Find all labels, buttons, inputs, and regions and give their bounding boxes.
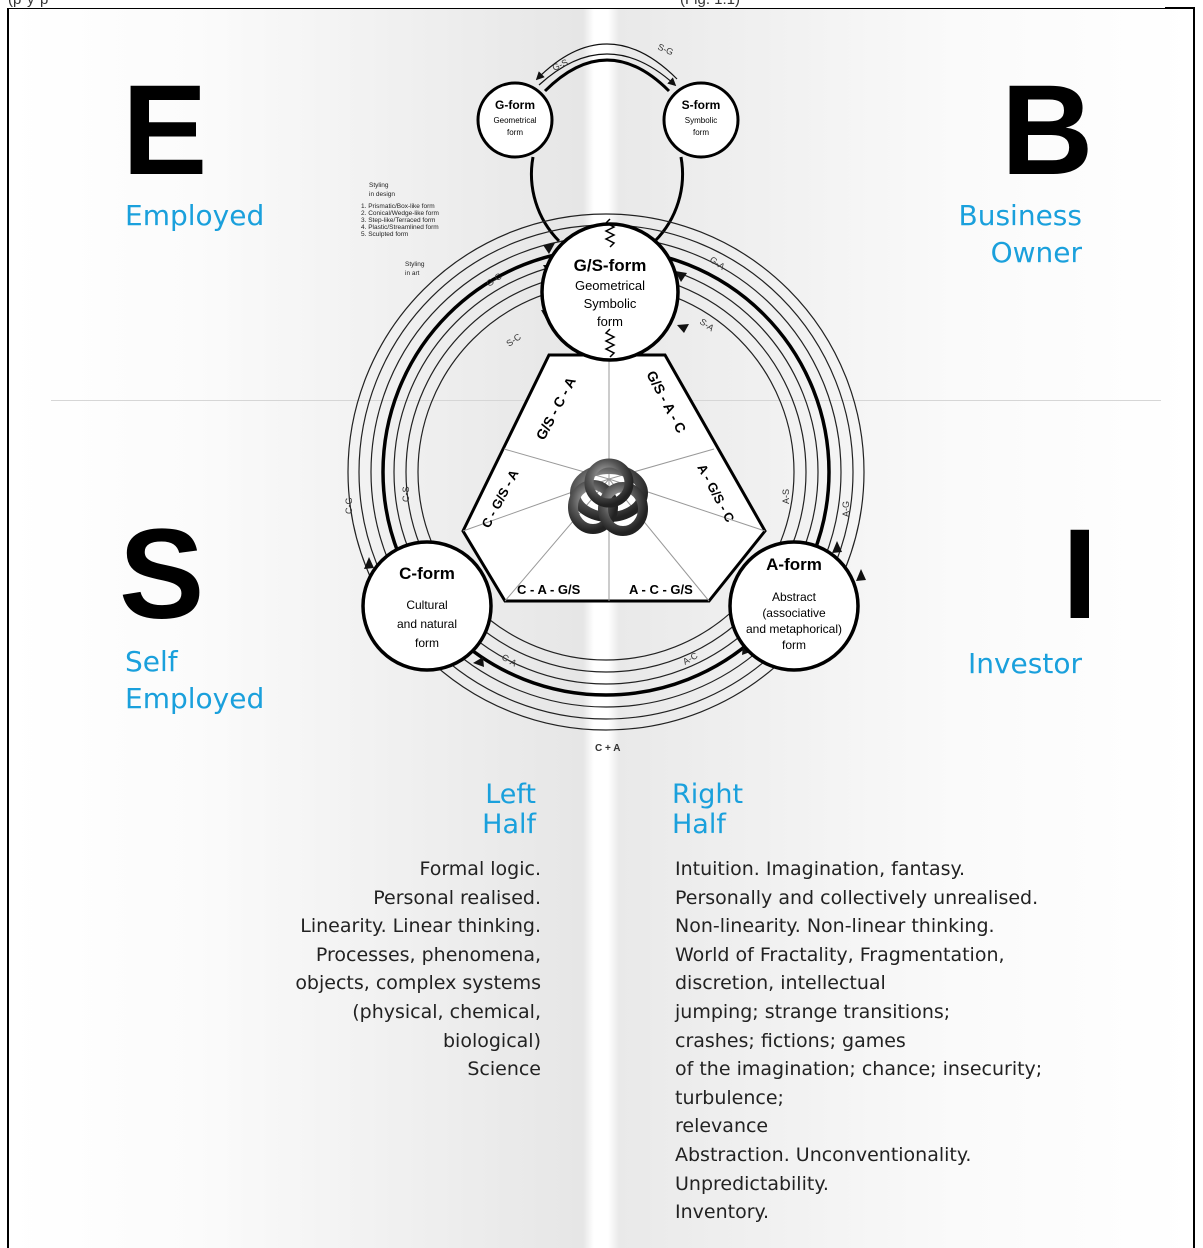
caption-fragment-mid1: y	[27, 0, 35, 8]
g-form-title: G-form	[495, 98, 535, 112]
styling-note-title2: in design	[369, 191, 395, 198]
letter-i: I	[1062, 503, 1098, 646]
arrow-label-a-g: A-G	[841, 501, 851, 517]
top-loop: G-S S-G	[529, 42, 685, 243]
arrow-label-c-plus-a: C + A	[595, 743, 620, 754]
label-self-employed: Self Employed	[125, 643, 264, 717]
central-triangle: G/S - C - A G/S - A - C C - G/S - A A - …	[461, 353, 767, 603]
letter-e: E	[122, 59, 208, 202]
left-half-line: Processes, phenomena,	[315, 943, 541, 966]
forms-diagram: G-S S-G G-C S-C G-A S-A C-G C-S A-S A-G …	[344, 42, 866, 754]
label-employed-2: Employed	[125, 682, 265, 715]
a-form-node: A-form Abstract (associative and metapho…	[728, 540, 860, 672]
trefoil-knot-image	[568, 458, 648, 536]
styling-art-title2: in art	[405, 270, 420, 277]
s-form-line1: Symbolic	[685, 116, 717, 125]
c-form-line2: and natural	[397, 617, 457, 631]
g-form-line1: Geometrical	[493, 116, 536, 125]
right-half-line: Intuition. Imagination, fantasy.	[675, 858, 966, 880]
letter-b: B	[1001, 59, 1094, 202]
right-half-line: crashes; fictions; games	[675, 1029, 906, 1052]
right-half-title-line1: Right	[672, 779, 744, 810]
right-half-line: turbulence;	[675, 1086, 784, 1109]
top-cut-off-caption: (p y p (Fig. 1.1)	[0, 0, 1203, 8]
left-half-line: (physical, chemical,	[352, 1000, 541, 1023]
label-self: Self	[125, 645, 178, 678]
styling-art-title1: Styling	[405, 261, 425, 268]
c-form-line3: form	[415, 636, 439, 650]
left-half-title-line2: Half	[482, 809, 536, 840]
arrow-label-s-a: S-A	[698, 316, 716, 333]
label-owner: Owner	[990, 236, 1082, 269]
left-half-title: Left Half	[482, 780, 536, 840]
s-form-line2: form	[693, 128, 709, 137]
arrow-label-c-g: C-G	[344, 498, 354, 515]
g-form-node: G-form Geometrical form	[476, 81, 554, 159]
caption-fragment-mid2: p	[40, 0, 48, 8]
left-half-line: Science	[467, 1058, 541, 1081]
styling-note-item: 3. Step-like/Terraced form	[361, 217, 435, 224]
triangle-label-bottom-left: C - A - G/S	[517, 582, 581, 597]
left-half-line: objects, complex systems	[295, 972, 541, 995]
right-half-line: Unpredictability.	[675, 1172, 829, 1195]
arrow-label-s-c: S-C	[504, 331, 523, 348]
a-form-line4: form	[782, 638, 806, 652]
a-form-line3: and metaphorical)	[746, 622, 842, 636]
arrow-label-c-a: C-A	[500, 652, 518, 668]
right-half-line: Personally and collectively unrealised.	[675, 886, 1039, 909]
right-half-line: of the imagination; chance; insecurity;	[675, 1058, 1043, 1081]
arrow-label-a-s: A-S	[781, 489, 791, 504]
gs-form-line3: form	[597, 314, 623, 329]
left-half-list: Formal logic. Personal realised. Lineari…	[295, 855, 541, 1084]
caption-fragment-left: (p	[8, 0, 21, 8]
right-half-list: Intuition. Imagination, fantasy. Persona…	[675, 855, 1042, 1227]
styling-note-item: 5. Sculpted form	[361, 231, 408, 238]
c-form-title: C-form	[399, 564, 455, 583]
left-half-line: Formal logic.	[419, 858, 541, 880]
styling-note-title1: Styling	[369, 182, 389, 189]
label-investor: Investor	[967, 647, 1082, 680]
right-half-line: discretion, intellectual	[675, 972, 886, 995]
label-business: Business	[958, 199, 1082, 232]
right-half-line: relevance	[675, 1115, 769, 1138]
styling-note-item: 4. Plastic/Streamlined form	[361, 224, 439, 231]
figure-frame: E Employed B Business Owner S Self Emplo…	[7, 8, 1195, 1248]
gs-form-title: G/S-form	[574, 256, 647, 275]
c-form-node: C-form Cultural and natural form	[361, 540, 493, 672]
right-half-line: Non-linearity. Non-linear thinking.	[675, 915, 995, 938]
label-business-owner: Business Owner	[959, 197, 1082, 271]
arrow-label-a-c: A-C	[681, 650, 700, 667]
a-form-line1: Abstract	[772, 590, 817, 604]
right-half-line: Inventory.	[675, 1201, 770, 1224]
s-form-node: S-form Symbolic form	[662, 81, 740, 159]
styling-note: Styling in design 1. Prismatic/Box-like …	[361, 182, 439, 277]
left-half-line: Personal realised.	[373, 886, 541, 909]
right-half-title: Right Half	[672, 780, 743, 840]
a-form-title: A-form	[766, 555, 822, 574]
caption-fragment-right: (Fig. 1.1)	[680, 0, 740, 8]
arrow-label-g-s: G-S	[551, 57, 570, 73]
arrow-label-c-s: C-S	[401, 487, 411, 503]
c-form-line1: Cultural	[406, 598, 447, 612]
label-employed: Employed	[125, 199, 265, 232]
right-half-line: Abstraction. Unconventionality.	[675, 1143, 972, 1166]
arrow-label-s-g: S-G	[656, 42, 675, 58]
gs-form-node: G/S-form Geometrical Symbolic form	[540, 218, 680, 362]
left-half-line: biological)	[443, 1029, 541, 1052]
left-half-title-line1: Left	[485, 779, 536, 810]
s-form-title: S-form	[682, 98, 721, 112]
styling-note-item: 1. Prismatic/Box-like form	[361, 203, 435, 210]
left-half-line: Linearity. Linear thinking.	[300, 915, 541, 938]
letter-s: S	[119, 503, 205, 646]
right-half-line: World of Fractality, Fragmentation,	[675, 943, 1005, 966]
right-half-line: jumping; strange transitions;	[675, 1000, 951, 1023]
gs-form-line1: Geometrical	[575, 278, 645, 293]
gs-form-line2: Symbolic	[584, 296, 637, 311]
triangle-label-bottom-right: A - C - G/S	[629, 582, 693, 597]
a-form-line2: (associative	[762, 606, 826, 620]
styling-note-item: 2. Conical/Wedge-like form	[361, 210, 439, 217]
right-half-title-line2: Half	[672, 809, 726, 840]
g-form-line2: form	[507, 128, 523, 137]
